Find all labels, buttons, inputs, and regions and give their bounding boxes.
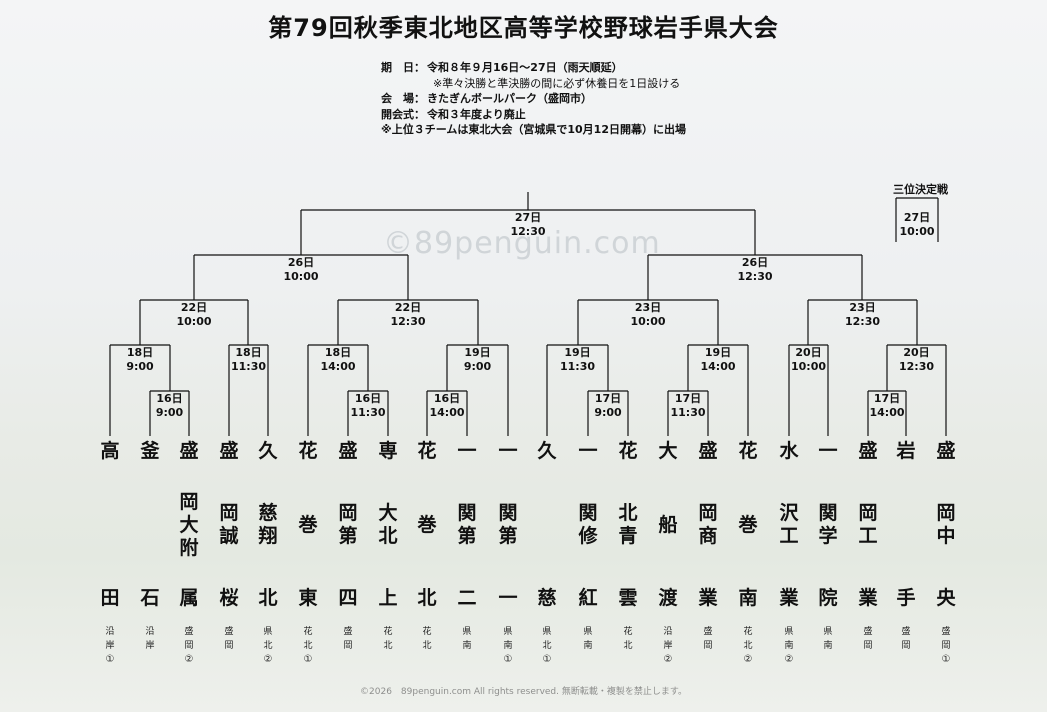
team-name: 花巻東 bbox=[298, 440, 318, 609]
team-name: 盛岡大附属 bbox=[179, 440, 199, 609]
watermark: ©89penguin.com bbox=[383, 226, 661, 261]
team-name: 盛岡誠桜 bbox=[219, 440, 239, 609]
team-name: 盛岡工業 bbox=[858, 440, 878, 609]
team-name: 花巻南 bbox=[738, 440, 758, 609]
team-name: 一関修紅 bbox=[578, 440, 598, 609]
team-name: 高田 bbox=[100, 440, 120, 609]
team-region: 花北 bbox=[623, 627, 633, 651]
team-name: 一関第二 bbox=[457, 440, 477, 609]
team-region: 盛岡 bbox=[343, 627, 353, 651]
team-seed: ① bbox=[542, 654, 552, 665]
team-name: 久慈 bbox=[537, 440, 557, 609]
team-name: 花北青雲 bbox=[618, 440, 638, 609]
team-name: 盛岡商業 bbox=[698, 440, 718, 609]
team-seed: ② bbox=[663, 654, 673, 665]
team-name: 盛岡中央 bbox=[936, 440, 956, 609]
team-name: 水沢工業 bbox=[779, 440, 799, 609]
info-note: ※上位３チームは東北大会（宮城県で10月12日開幕）に出場 bbox=[381, 123, 686, 136]
team-region: 県南 bbox=[462, 627, 472, 651]
third-place-game: 27日 10:00 bbox=[899, 211, 935, 238]
page-title: 第79回秋季東北地区高等学校野球岩手県大会 bbox=[268, 14, 779, 42]
team-region: 県南 bbox=[583, 627, 593, 651]
team-seed: ② bbox=[184, 654, 194, 665]
team-region: 沿岸 bbox=[145, 627, 155, 651]
team-region: 盛岡 bbox=[224, 627, 234, 651]
team-seed: ② bbox=[263, 654, 273, 665]
team-name: 久慈翔北 bbox=[258, 440, 278, 609]
team-seed: ① bbox=[303, 654, 313, 665]
team-region: 盛岡 bbox=[901, 627, 911, 651]
team-region: 盛岡 bbox=[703, 627, 713, 651]
team-seed: ① bbox=[503, 654, 513, 665]
team-name: 岩手 bbox=[896, 440, 916, 609]
info-period: 期 日：令和８年９月16日～27日（雨天順延） bbox=[381, 61, 623, 74]
third-place-title: 三位決定戦 bbox=[893, 183, 948, 196]
info-venue: 会 場：きたぎんボールパーク（盛岡市） bbox=[381, 92, 592, 105]
team-region: 花北 bbox=[422, 627, 432, 651]
team-name: 釜石 bbox=[140, 440, 160, 609]
team-name: 大船渡 bbox=[658, 440, 678, 609]
team-seed: ② bbox=[743, 654, 753, 665]
team-region: 花北 bbox=[383, 627, 393, 651]
tournament-info: 期 日：令和８年９月16日～27日（雨天順延） ※準々決勝と準決勝の間に必ず休養… bbox=[381, 60, 686, 138]
footer-copyright: ©2026 89penguin.com All rights reserved.… bbox=[360, 687, 687, 697]
team-name: 盛岡第四 bbox=[338, 440, 358, 609]
info-period-note: ※準々決勝と準決勝の間に必ず休養日を1日設ける bbox=[433, 76, 681, 90]
info-ceremony: 開会式：令和３年度より廃止 bbox=[381, 107, 526, 121]
team-name: 専大北上 bbox=[378, 440, 398, 609]
team-name: 花巻北 bbox=[417, 440, 437, 609]
team-region: 県南 bbox=[823, 627, 833, 651]
team-seed: ① bbox=[941, 654, 951, 665]
team-seed: ① bbox=[105, 654, 115, 665]
team-region: 盛岡 bbox=[863, 627, 873, 651]
team-name: 一関学院 bbox=[818, 440, 838, 609]
team-name: 一関第一 bbox=[498, 440, 518, 609]
team-seed: ② bbox=[784, 654, 794, 665]
